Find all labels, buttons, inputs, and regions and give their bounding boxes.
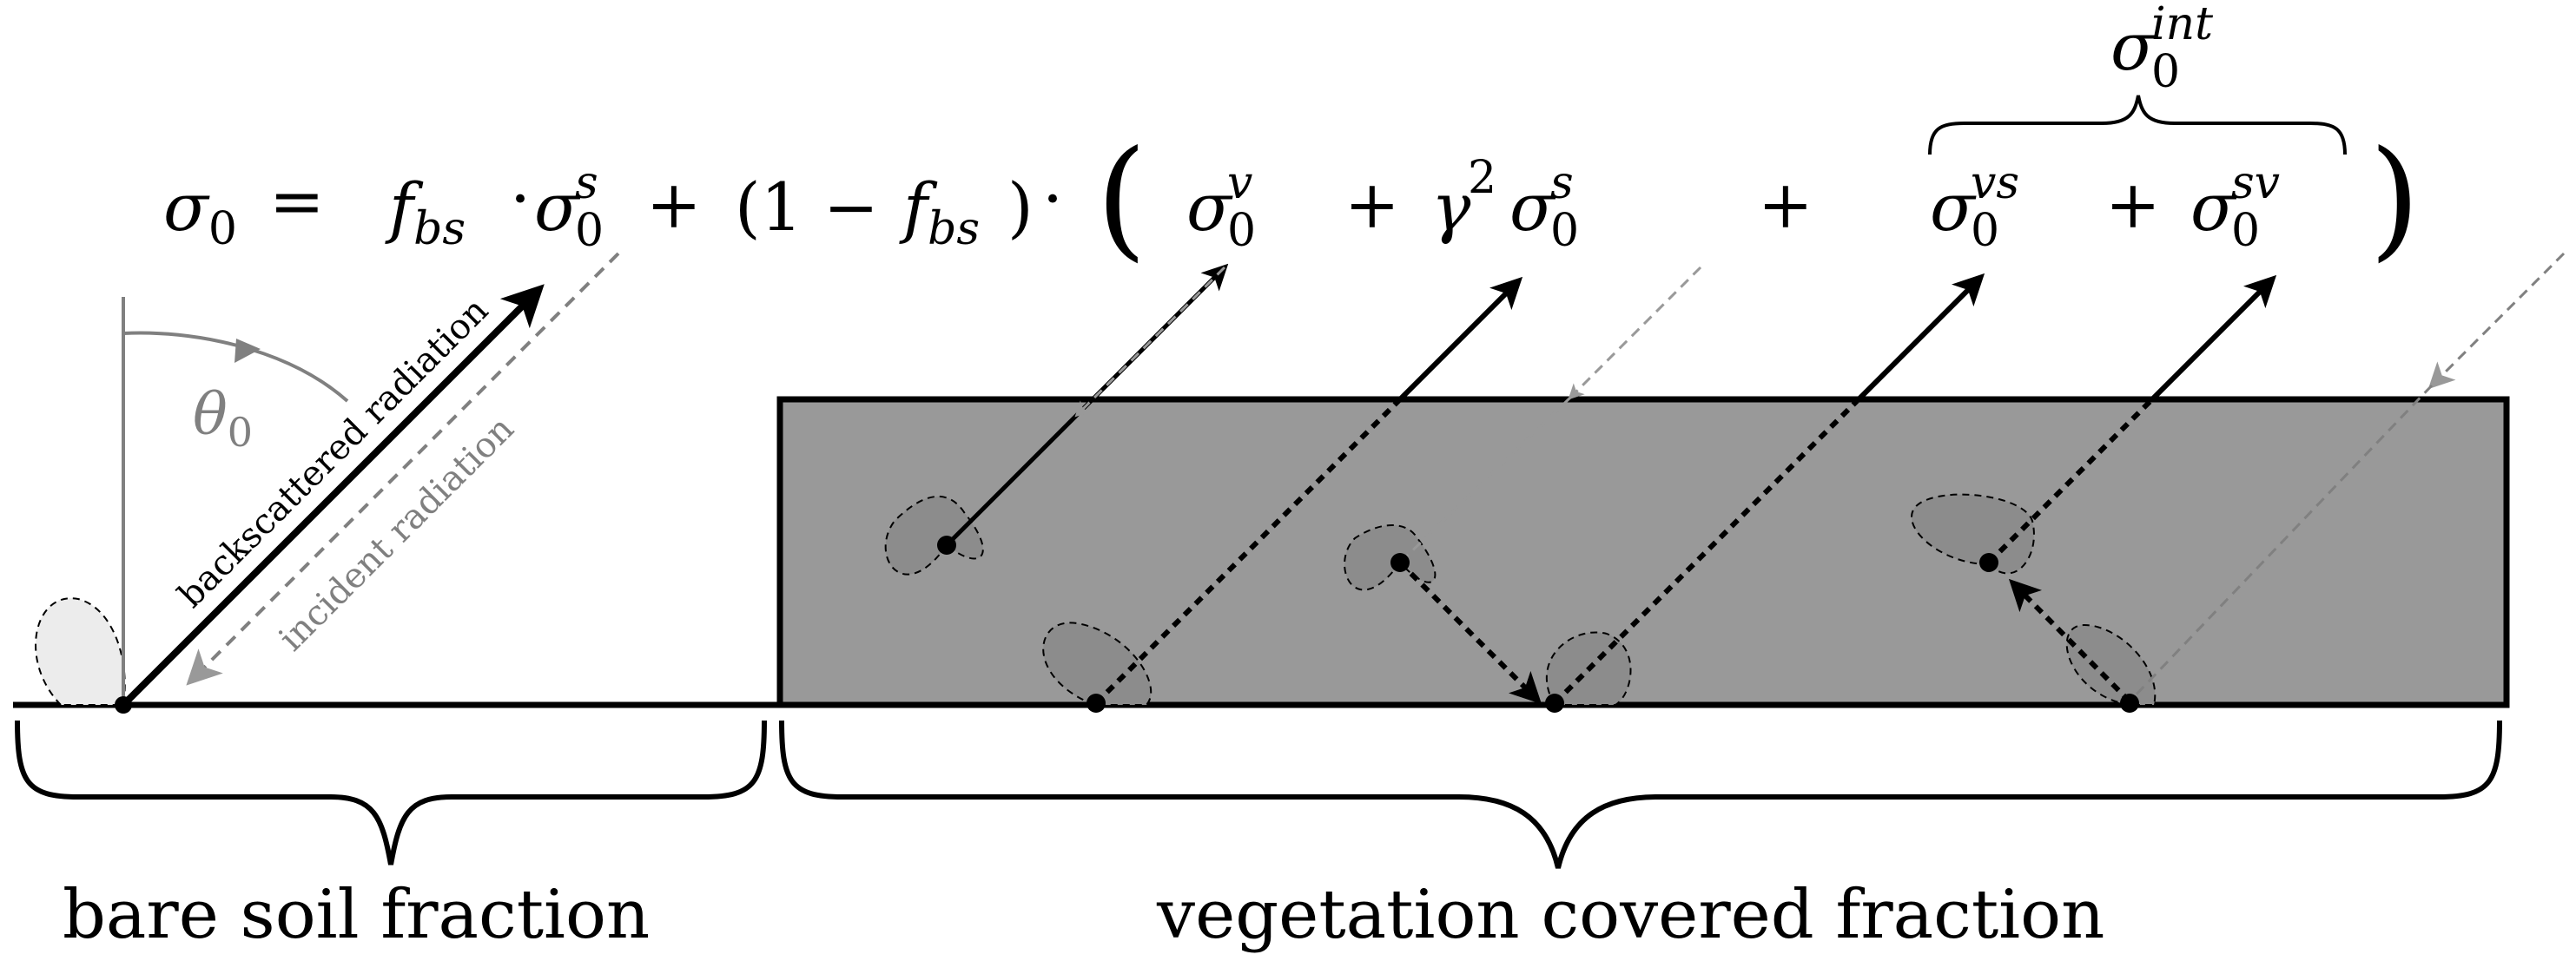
equation: σ0 = fbs · σ s 0 + (1 − fbs ) · ( σ v 0 …	[163, 0, 2421, 274]
big-close-paren: )	[2369, 123, 2421, 274]
plus-3: +	[1758, 166, 1813, 243]
incident-label: incident radiation	[272, 409, 522, 659]
interaction-overbrace	[1928, 95, 2347, 155]
svg-text:): )	[1007, 168, 1034, 246]
svg-text:0: 0	[1227, 205, 1256, 257]
backscatter-label: backscattered radiation	[171, 290, 497, 615]
bare-soil-lobe	[35, 597, 126, 706]
svg-text:2: 2	[1468, 152, 1496, 204]
svg-text:s: s	[575, 157, 598, 209]
svg-text:fbs: fbs	[899, 168, 980, 255]
dot-1: ·	[510, 160, 531, 237]
volume-incident-arrow	[1074, 266, 1226, 418]
sigma-s-term: σ	[534, 168, 581, 246]
incident-arrow	[186, 252, 620, 686]
attenuated-soil-scatter	[1042, 276, 1523, 713]
vs-scatterer-point	[1390, 553, 1410, 572]
attenuated-soil-point	[1087, 694, 1106, 713]
bare-soil-point	[115, 696, 132, 714]
lhs-sigma: σ	[163, 168, 210, 246]
backscatter-arrow	[121, 284, 545, 708]
sigma-s-veg-term: σ	[1509, 168, 1556, 246]
big-open-paren: (	[1096, 123, 1147, 274]
attenuated-backscatter-arrow	[1397, 276, 1523, 402]
sigma-int-term: σ	[2110, 8, 2157, 85]
sigma-vs-term: σ	[1930, 168, 1977, 246]
plus-2: +	[1344, 166, 1400, 243]
dot-2: ·	[1042, 160, 1063, 237]
sigma-v-term: σ	[1186, 168, 1233, 246]
volume-scatter	[884, 263, 1229, 576]
plus-1: +	[646, 166, 702, 243]
angle-arrow-icon	[234, 339, 261, 363]
vs-incident-inner	[1398, 396, 1572, 564]
sv-backscatter-arrow	[2150, 274, 2277, 402]
svg-text:0: 0	[1971, 205, 1999, 257]
sv-incident-arrow	[2427, 252, 2566, 390]
theta-label: θ0	[193, 381, 253, 456]
vs-backscatter-arrow	[1854, 273, 1985, 404]
sv-soil-point	[2120, 694, 2139, 713]
svg-text:0: 0	[575, 205, 604, 257]
bare-soil-label: bare soil fraction	[63, 876, 650, 954]
volume-scatterer-point	[937, 536, 956, 555]
svg-text:s: s	[1550, 157, 1574, 209]
sigma-sv-term: σ	[2190, 168, 2237, 246]
soil-to-veg-arrow	[2008, 578, 2132, 704]
soil-vegetation-scatter	[1911, 252, 2566, 713]
bare-soil-scatter: θ0 backscattered radiation incident radi…	[35, 252, 620, 714]
sv-path-dotted	[1986, 397, 2155, 565]
one-minus: (1 −	[735, 168, 879, 246]
svg-text:sv: sv	[2231, 157, 2280, 209]
vegetation-brace	[779, 720, 2502, 869]
vegetation-layer	[776, 396, 2510, 708]
plus-4: +	[2105, 166, 2161, 243]
svg-text:0: 0	[2231, 205, 2260, 257]
equals-sign: =	[269, 162, 325, 240]
sv-incident-inner	[2128, 384, 2434, 703]
svg-text:0: 0	[2151, 46, 2180, 98]
svg-text:vs: vs	[1971, 157, 2019, 209]
vs-soil-point	[1545, 694, 1564, 713]
svg-text:int: int	[2151, 0, 2213, 50]
veg-to-soil-arrow	[1397, 560, 1542, 705]
incidence-angle-arc	[122, 331, 349, 403]
svg-text:σ0: σ0	[163, 168, 237, 255]
vegetation-label: vegetation covered fraction	[1156, 876, 2104, 954]
svg-text:0: 0	[1550, 205, 1579, 257]
vs-incident-arrow	[1568, 266, 1702, 400]
svg-text:fbs: fbs	[385, 168, 466, 255]
gamma-symbol: γ	[1431, 168, 1471, 246]
vegetation-soil-scatter	[1344, 266, 1985, 713]
bare-soil-brace	[15, 720, 767, 866]
sv-scatterer-point	[1979, 553, 1998, 572]
svg-text:v: v	[1227, 157, 1252, 209]
